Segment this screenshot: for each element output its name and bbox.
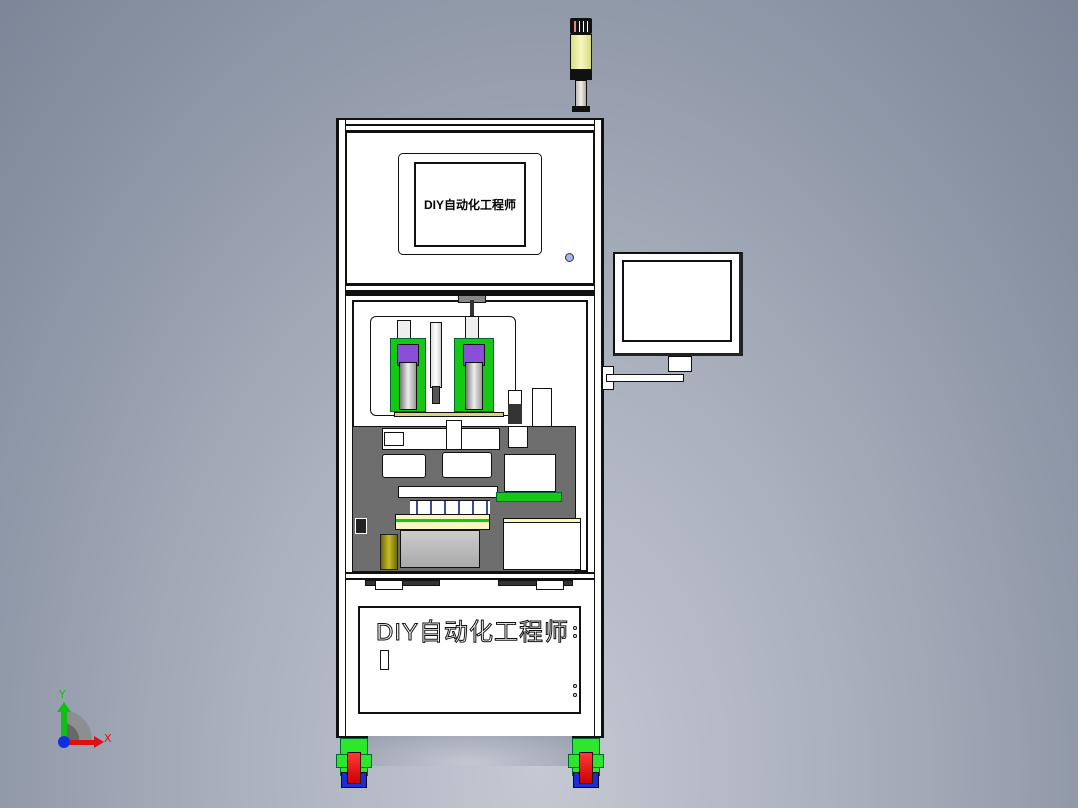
- lower-cabinet-door[interactable]: [358, 606, 581, 714]
- axis-triad: Y X: [50, 688, 120, 748]
- right-caster: [568, 738, 604, 790]
- door-handle[interactable]: [380, 650, 389, 670]
- right-caster-wheel[interactable]: [579, 752, 593, 784]
- monitor-stem: [668, 356, 692, 372]
- lower-crossbar: [346, 572, 594, 580]
- left-caster-wheel[interactable]: [347, 752, 361, 784]
- door-hinge-top: [573, 626, 577, 630]
- top-crossbar: [346, 124, 594, 132]
- left-spindle-motor: [399, 362, 417, 410]
- spindle-base-plate: [394, 412, 504, 417]
- z-axis-column: [446, 420, 462, 450]
- signal-tower: [570, 18, 592, 118]
- monitor-arm[interactable]: [606, 374, 684, 382]
- center-servo-block: [442, 452, 492, 478]
- y-axis-label: Y: [59, 688, 66, 701]
- right-spindle-motor: [465, 362, 483, 410]
- side-monitor-screen[interactable]: [622, 260, 732, 342]
- door-label: DIY自动化工程师: [375, 619, 570, 647]
- nozzle-array: [410, 500, 490, 514]
- left-frame-post: [338, 120, 346, 736]
- z-axis-origin: [58, 736, 70, 748]
- cabinet-base: [368, 736, 572, 766]
- signal-tower-base-ring: [570, 70, 592, 80]
- x-axis-label: X: [104, 732, 112, 745]
- emergency-stop-button[interactable]: [565, 253, 574, 262]
- linear-rail: [382, 428, 500, 450]
- middle-guide-tube: [430, 322, 442, 388]
- vertical-slide-block: [532, 388, 552, 428]
- turntable-base: [400, 530, 480, 568]
- green-clamp-bar: [496, 492, 562, 502]
- left-caster: [336, 738, 372, 790]
- workpiece-fixture: [395, 514, 490, 530]
- rotary-motor: [380, 534, 398, 570]
- hmi-screen[interactable]: DIY自动化工程师: [414, 162, 526, 247]
- temperature-controller: [355, 518, 367, 534]
- right-frame-post: [594, 120, 602, 736]
- x-axis-arrow: [64, 740, 94, 745]
- middle-crossbar: [346, 284, 594, 292]
- y-axis-arrow: [61, 710, 67, 740]
- door-hinge-bottom: [573, 684, 577, 688]
- left-servo-block: [382, 454, 426, 478]
- crossbeam: [398, 486, 498, 498]
- signal-tower-yellow-lens: [570, 34, 592, 70]
- right-xy-stage: [504, 454, 556, 492]
- right-feeder-box: [503, 518, 581, 570]
- signal-tower-top-black: [570, 18, 592, 34]
